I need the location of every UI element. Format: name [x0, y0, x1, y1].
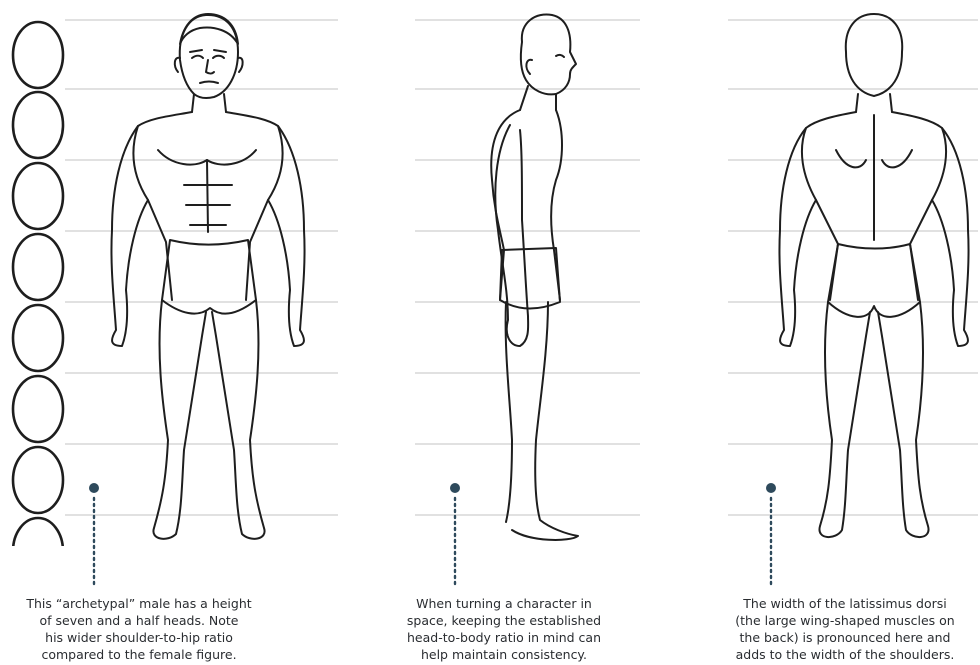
side-leg-front [512, 302, 578, 540]
side-caption: When turning a character in space, keepi… [380, 595, 628, 663]
back-leg-right [878, 302, 929, 537]
front-view-figure [111, 14, 304, 539]
caption-line: When turning a character in [380, 595, 628, 612]
side-callout [450, 483, 460, 585]
head-unit-oval [13, 92, 63, 158]
back-caption: The width of the latissimus dorsi (the l… [705, 595, 980, 663]
side-view-figure [491, 14, 578, 539]
front-guide-lines [65, 20, 338, 515]
front-abs [184, 160, 232, 232]
head-units-column [13, 22, 63, 584]
back-view-figure [779, 14, 968, 537]
back-callout [766, 483, 776, 585]
caption-line: help maintain consistency. [380, 646, 628, 663]
head-unit-oval [13, 447, 63, 513]
front-leg-left [153, 300, 206, 539]
caption-line: The width of the latissimus dorsi [705, 595, 980, 612]
front-mouth [200, 82, 218, 84]
callout-dot [89, 483, 99, 493]
side-guide-lines [415, 20, 640, 515]
head-unit-oval [13, 305, 63, 371]
caption-line: This “archetypal” male has a height [0, 595, 278, 612]
back-arm-left [779, 128, 816, 346]
front-leg-right [212, 300, 265, 539]
caption-line: compared to the female figure. [0, 646, 278, 663]
side-leg-back [506, 302, 512, 522]
caption-line: (the large wing-shaped muscles on [705, 612, 980, 629]
front-caption: This “archetypal” male has a height of s… [0, 595, 278, 663]
back-shorts [828, 244, 920, 317]
callout-dot [766, 483, 776, 493]
front-arm-right [268, 126, 305, 346]
caption-line: his wider shoulder-to-hip ratio [0, 629, 278, 646]
front-hair [180, 14, 238, 44]
front-arm-left [111, 126, 148, 346]
side-ear [526, 60, 532, 74]
side-eye [556, 55, 564, 57]
caption-line: adds to the width of the shoulders. [705, 646, 980, 663]
back-guide-lines [728, 20, 978, 515]
head-unit-oval [13, 22, 63, 88]
head-unit-oval [13, 234, 63, 300]
caption-line: the back) is pronounced here and [705, 629, 980, 646]
front-callout [89, 483, 99, 585]
head-unit-oval [13, 376, 63, 442]
caption-line: head-to-body ratio in mind can [380, 629, 628, 646]
head-column-mask [0, 546, 80, 596]
back-head [846, 14, 902, 96]
side-head [521, 14, 576, 94]
back-leg-left [819, 302, 870, 537]
side-shorts [500, 248, 560, 309]
back-arm-right [932, 128, 969, 346]
caption-line: space, keeping the established [380, 612, 628, 629]
front-brows [190, 50, 226, 52]
front-ear-right [238, 58, 243, 72]
front-eyes [192, 56, 224, 58]
front-nose [206, 60, 214, 74]
head-unit-oval [13, 163, 63, 229]
callout-dot [450, 483, 460, 493]
caption-line: of seven and a half heads. Note [0, 612, 278, 629]
